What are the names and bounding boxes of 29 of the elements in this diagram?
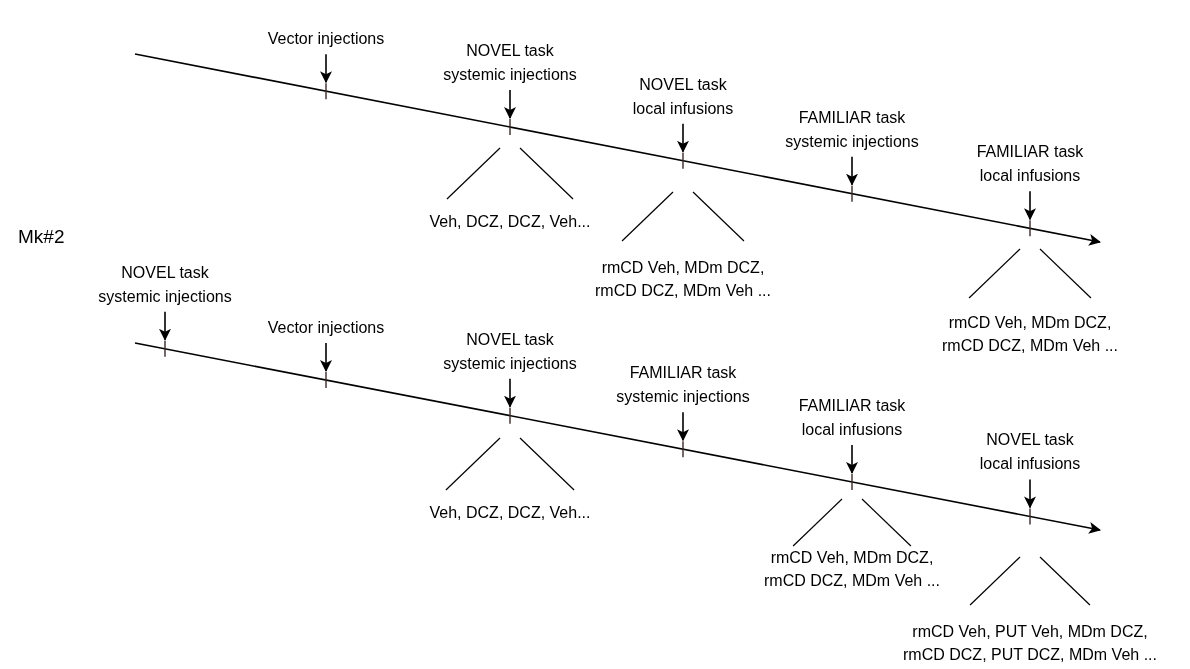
arrow	[504, 377, 516, 408]
arrow	[846, 155, 858, 186]
arrow	[320, 53, 332, 84]
arrow	[677, 122, 689, 153]
animal-label: Mk#2	[18, 225, 66, 248]
condition-sequence: rmCD Veh, MDm DCZ, rmCD DCZ, MDm Veh ...	[941, 313, 1119, 356]
condition-sequence: rmCD Veh, MDm DCZ, rmCD DCZ, MDm Veh ...	[763, 548, 941, 591]
arrow	[159, 311, 171, 341]
event-label: FAMILIAR task systemic injections	[615, 363, 751, 408]
event-label: FAMILIAR task local infusions	[797, 395, 907, 440]
condition-sequence: Veh, DCZ, DCZ, Veh...	[428, 212, 592, 232]
condition-sequence: Veh, DCZ, DCZ, Veh...	[428, 503, 592, 523]
event-label: Vector injections	[266, 318, 386, 338]
condition-sequence: rmCD Veh, PUT Veh, MDm DCZ, rmCD DCZ, PUT DCZ, MDm Veh ...	[902, 622, 1158, 665]
event-label: FAMILIAR task local infusions	[975, 142, 1085, 187]
arrow	[677, 411, 689, 442]
arrow	[846, 444, 858, 474]
arrow	[320, 342, 332, 372]
event-label: FAMILIAR task systemic injections	[784, 107, 920, 152]
event-label: NOVEL task systemic injections	[442, 329, 578, 374]
event-label: NOVEL task systemic injections	[97, 262, 233, 307]
event-label: NOVEL task systemic injections	[442, 41, 578, 86]
condition-sequence: rmCD Veh, MDm DCZ, rmCD DCZ, MDm Veh ...	[594, 258, 772, 301]
event-label: NOVEL task local infusions	[978, 430, 1082, 475]
arrow	[1024, 190, 1036, 221]
event-label: Vector injections	[266, 29, 386, 50]
arrow	[1024, 478, 1036, 509]
event-label: NOVEL task local infusions	[631, 74, 735, 119]
arrow	[504, 89, 516, 120]
